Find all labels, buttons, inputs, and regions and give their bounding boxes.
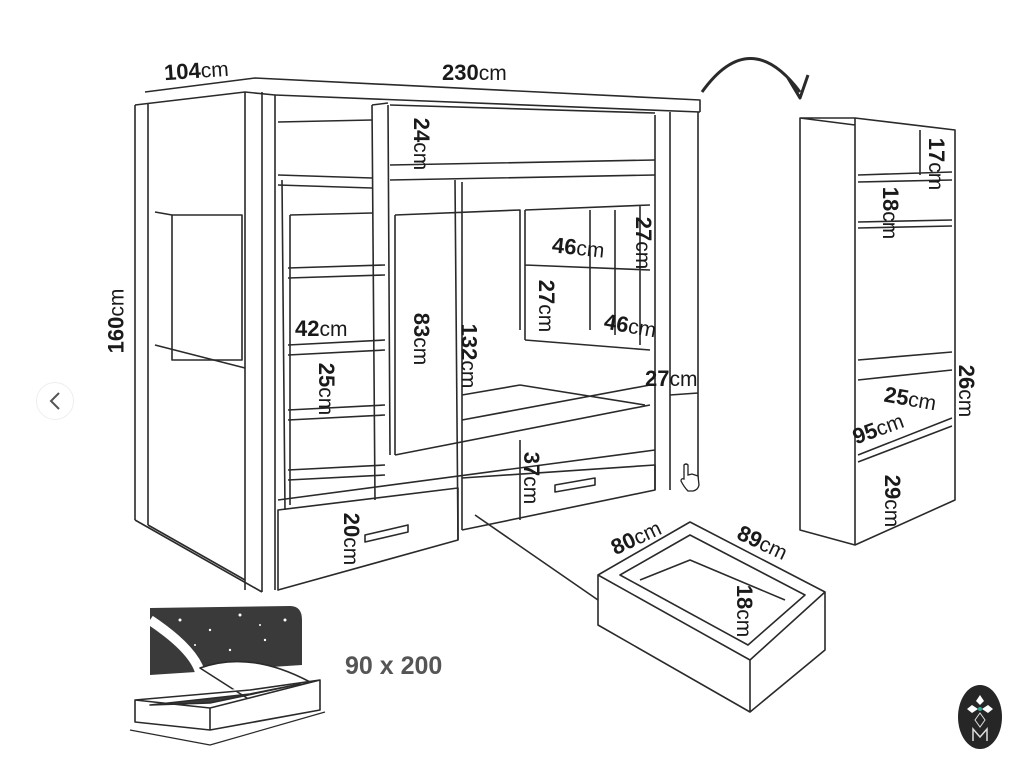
dim-cab-bottom: 29cm xyxy=(880,474,906,528)
mattress-size: 90 x 200 xyxy=(345,652,443,680)
dim-cab-top-shelf: 17cm xyxy=(924,137,950,191)
dim-ladder-step: 25cm xyxy=(314,362,340,416)
dim-ladder-width: 42cm xyxy=(295,316,348,341)
dim-depth: 104cm xyxy=(163,57,230,86)
dim-cab-height: 26cm xyxy=(954,364,980,418)
dim-length: 230cm xyxy=(442,60,507,85)
chevron-left-icon xyxy=(49,392,60,410)
brand-logo-icon xyxy=(967,695,993,741)
dim-opening: 83cm xyxy=(409,312,435,366)
dim-upper-rail: 24cm xyxy=(409,117,435,171)
dim-shelf-height-mid: 27cm xyxy=(534,279,560,333)
dim-post-height: 132cm xyxy=(456,323,482,389)
dim-drawer-front: 37cm xyxy=(519,451,545,505)
previous-image-button[interactable] xyxy=(36,382,74,420)
dim-height: 160cm xyxy=(103,288,129,354)
dim-shelf-height-top: 27cm xyxy=(631,216,657,270)
dim-shelf-depth: 27cm xyxy=(645,366,698,391)
dim-shelf-width-top: 46cm xyxy=(550,232,606,263)
dim-cab-shelf2: 18cm xyxy=(878,186,904,240)
dim-drawer-height: 20cm xyxy=(339,512,365,566)
brand-logo[interactable] xyxy=(958,685,1002,749)
hand-cursor-icon xyxy=(680,463,700,492)
dim-drawer-inner-height: 18cm xyxy=(732,584,758,638)
